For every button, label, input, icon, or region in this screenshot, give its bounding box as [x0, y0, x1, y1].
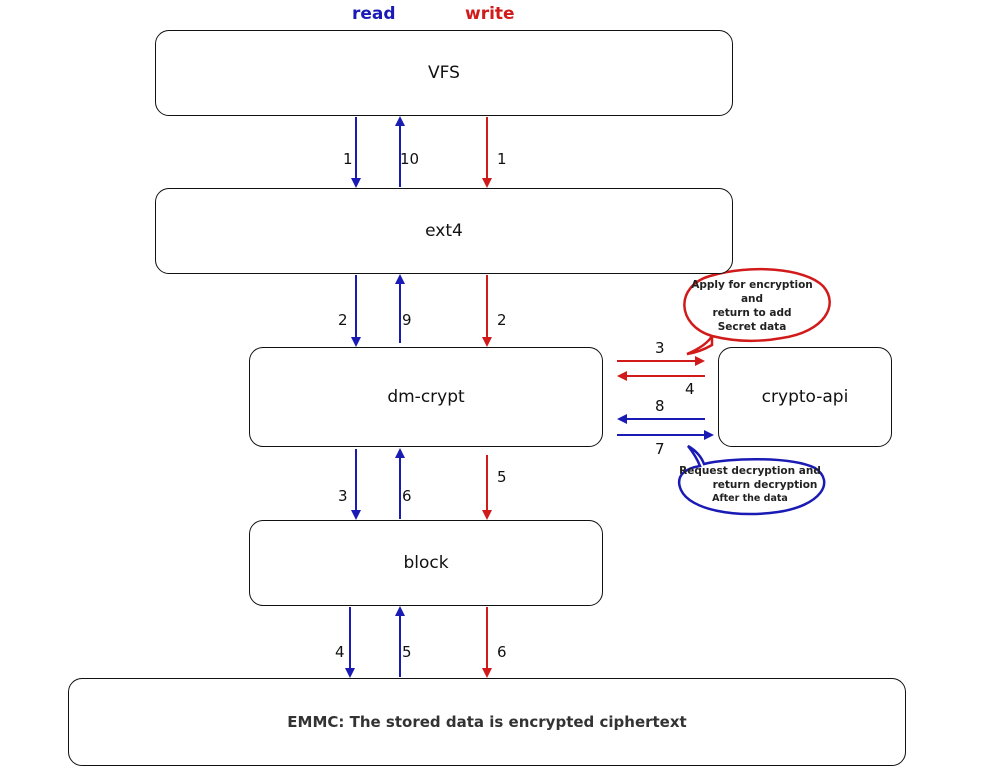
step-label: 1	[497, 150, 507, 168]
step-label: 1	[343, 150, 353, 168]
step-label: 6	[497, 643, 507, 661]
step-label: 8	[655, 397, 665, 415]
decrypt-bubble-text: Request decryption and return decryption…	[676, 464, 824, 506]
step-label: 7	[655, 440, 665, 458]
cryptoapi-box: crypto-api	[718, 347, 892, 447]
encrypt-bubble-line: Secret data	[717, 321, 787, 333]
vfs-layer-box: VFS	[155, 30, 733, 116]
step-label: 3	[338, 487, 348, 505]
block-label: block	[403, 553, 449, 573]
encrypt-bubble-line: Apply for encryption and	[691, 279, 813, 305]
decrypt-bubble-line: After the data	[712, 493, 788, 504]
decrypt-bubble-line: Request decryption and	[679, 465, 821, 477]
decrypt-speech-bubble	[678, 444, 826, 516]
emmc-label: EMMC: The stored data is encrypted ciphe…	[287, 713, 687, 731]
cryptoapi-label: crypto-api	[761, 387, 849, 407]
ext4-layer-box: ext4	[155, 188, 733, 274]
step-label: 5	[497, 468, 507, 486]
step-label: 2	[338, 311, 348, 329]
encrypt-bubble-line: return to add	[712, 307, 792, 319]
step-label: 2	[497, 311, 507, 329]
step-label: 10	[400, 150, 420, 168]
legend-read: read	[352, 4, 396, 24]
block-layer-box: block	[249, 520, 603, 606]
legend-write: write	[465, 4, 515, 24]
dmcrypt-label: dm-crypt	[387, 387, 465, 407]
step-label: 5	[402, 643, 412, 661]
step-label: 4	[685, 380, 695, 398]
step-label: 4	[335, 643, 345, 661]
emmc-storage-box: EMMC: The stored data is encrypted ciphe…	[68, 678, 906, 766]
ext4-label: ext4	[425, 221, 463, 241]
dmcrypt-layer-box: dm-crypt	[249, 347, 603, 447]
encrypt-speech-bubble	[683, 267, 831, 356]
decrypt-bubble-line: return decryption	[712, 479, 818, 491]
vfs-label: VFS	[428, 63, 460, 83]
step-label: 6	[402, 487, 412, 505]
step-label: 9	[402, 311, 412, 329]
encrypt-bubble-text: Apply for encryption and return to add S…	[682, 278, 822, 334]
step-label: 3	[655, 339, 665, 357]
